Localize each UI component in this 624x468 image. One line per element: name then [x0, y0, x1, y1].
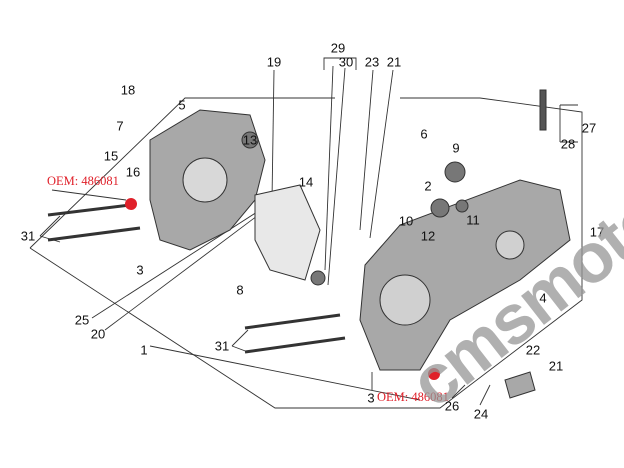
callout-number: 24 [473, 406, 489, 422]
callout-number: 9 [452, 140, 460, 156]
callout-number: 22 [525, 342, 541, 358]
callout-number: 26 [444, 398, 460, 414]
callout-number: 3 [367, 390, 375, 406]
callout-number: 20 [90, 326, 106, 342]
callout-number: 25 [74, 312, 90, 328]
callout-number: 30 [338, 54, 354, 70]
callout-number: 18 [120, 82, 136, 98]
callout-number: 7 [116, 118, 124, 134]
oem-part-marker-2 [428, 368, 440, 380]
oem-label: OEM: 486081 [377, 390, 449, 404]
callout-number: 27 [581, 120, 597, 136]
callout-number: 21 [386, 54, 402, 70]
callout-number: 11 [466, 212, 480, 228]
callout-number: 3 [136, 262, 144, 278]
callout-number: 16 [125, 164, 141, 180]
gasket [254, 184, 321, 281]
callout-number: 12 [420, 228, 436, 244]
callout-number: 29 [330, 40, 346, 56]
callout-number: 4 [539, 290, 547, 306]
callout-number: 10 [398, 213, 414, 229]
callout-number: 15 [103, 148, 119, 164]
callout-number: 19 [266, 54, 282, 70]
callout-number: 8 [236, 282, 244, 298]
callout-number: 31 [214, 338, 230, 354]
oem-part-marker-1 [125, 198, 137, 210]
oem-label: OEM: 486081 [47, 174, 119, 188]
callout-number: 17 [589, 224, 605, 240]
callout-number: 6 [420, 126, 428, 142]
callout-number: 23 [364, 54, 380, 70]
callout-number: 14 [298, 174, 314, 190]
callout-number: 31 [20, 228, 36, 244]
callout-number: 13 [242, 132, 258, 148]
callout-number: 28 [560, 136, 576, 152]
callout-number: 21 [548, 358, 564, 374]
assembly-outline [29, 97, 335, 249]
callout-number: 1 [140, 342, 148, 358]
callout-number: 5 [178, 97, 186, 113]
callout-number: 2 [424, 178, 432, 194]
